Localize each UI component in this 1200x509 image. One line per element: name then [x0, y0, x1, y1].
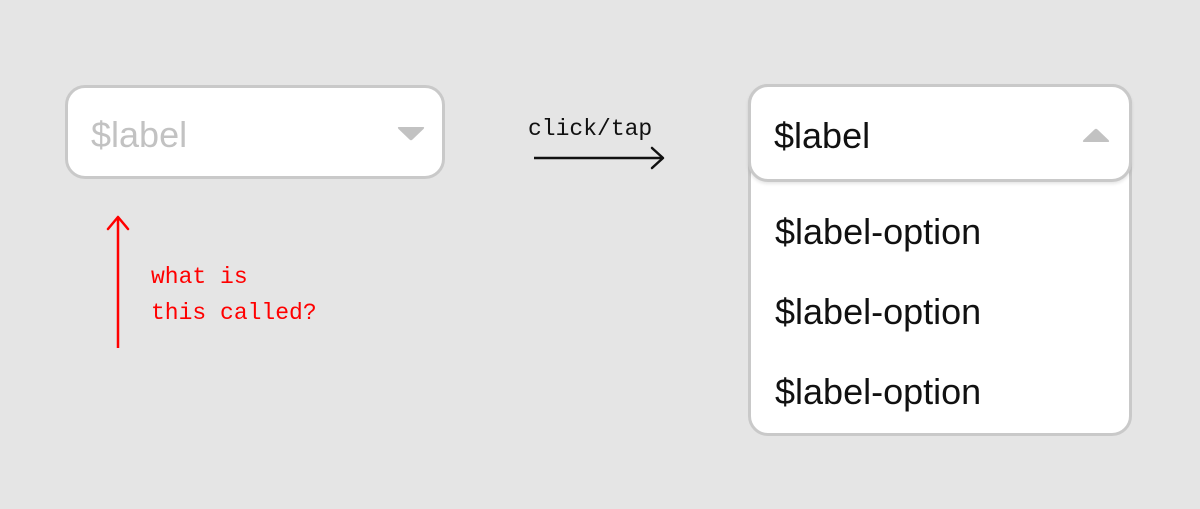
annotation-question: what is this called? [151, 259, 317, 331]
caret-down-icon [397, 127, 425, 141]
transition-arrow [534, 146, 665, 170]
open-select-header[interactable]: $label [748, 84, 1132, 182]
annotation-line-1: what is [151, 264, 248, 290]
annotation-arrow [106, 215, 130, 348]
caret-up-icon [1082, 128, 1110, 142]
transition-label: click/tap [528, 116, 653, 142]
option-1[interactable]: $label-option [775, 211, 982, 252]
select-placeholder: $label [91, 114, 188, 155]
selected-value: $label [774, 115, 871, 156]
annotation-line-2: this called? [151, 300, 317, 326]
closed-select[interactable]: $label [65, 85, 445, 179]
option-2[interactable]: $label-option [775, 291, 982, 332]
open-select: $label-option $label-option $label-optio… [748, 84, 1132, 436]
option-3[interactable]: $label-option [775, 371, 982, 412]
